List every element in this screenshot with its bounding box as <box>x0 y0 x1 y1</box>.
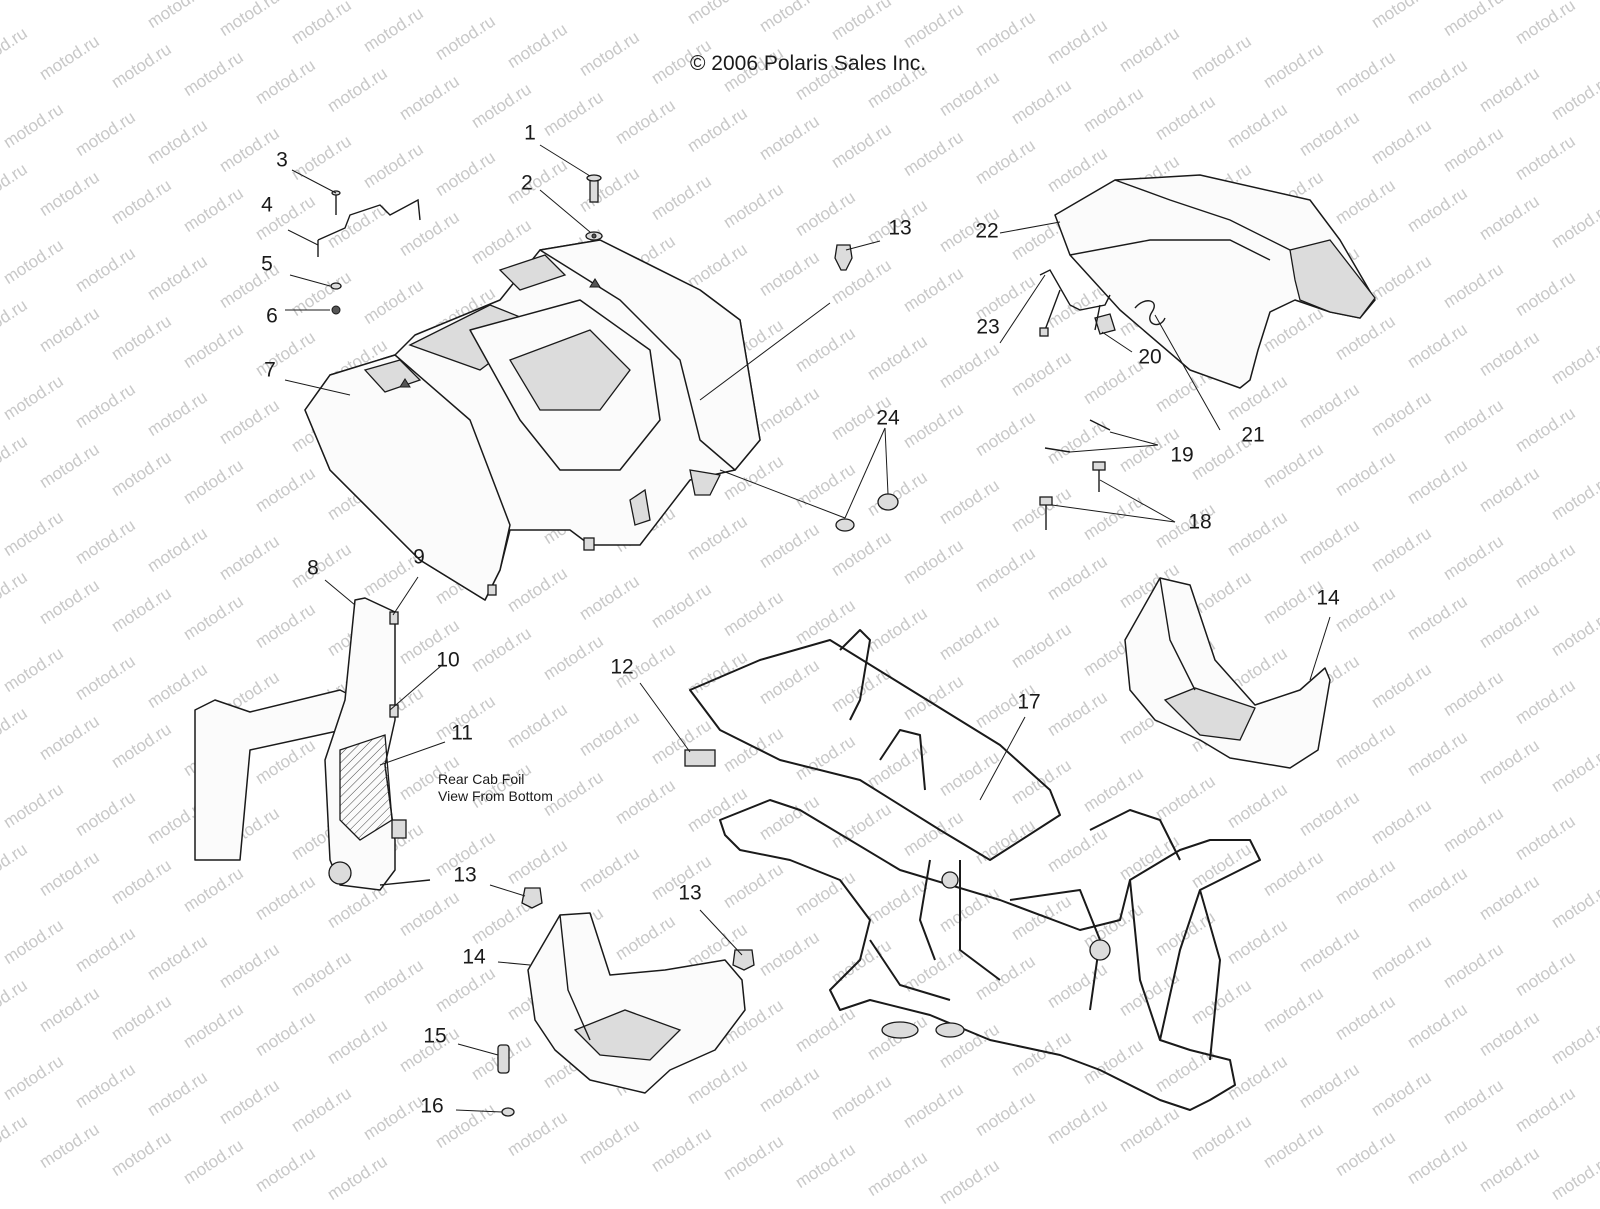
footwell-right-part <box>1124 577 1331 769</box>
copyright-text: © 2006 Polaris Sales Inc. <box>690 52 927 75</box>
callout-13-top: 13 <box>888 216 912 240</box>
callout-13-mid: 13 <box>678 881 702 905</box>
hardware-rear-group <box>317 174 603 315</box>
callout-23: 23 <box>976 315 1000 339</box>
callout-2: 2 <box>521 171 533 195</box>
callout-10: 10 <box>436 648 460 672</box>
frame-part <box>689 629 1261 1111</box>
cab-foil-note: Rear Cab Foil View From Bottom <box>438 771 553 805</box>
callout-21: 21 <box>1241 423 1265 447</box>
rear-cab-foil-part <box>194 597 431 891</box>
rear-cab-part <box>304 239 761 601</box>
callout-1: 1 <box>524 121 536 145</box>
seat-part <box>1054 174 1376 389</box>
callout-17: 17 <box>1017 690 1041 714</box>
leader-lines <box>284 144 1331 1113</box>
push-rivet-parts <box>521 244 853 971</box>
callout-19: 19 <box>1170 443 1194 467</box>
callout-7: 7 <box>264 358 276 382</box>
callout-14-left: 14 <box>462 945 486 969</box>
callout-15: 15 <box>423 1024 447 1048</box>
grommet-parts <box>835 493 899 532</box>
callout-16: 16 <box>420 1094 444 1118</box>
callout-18: 18 <box>1188 510 1212 534</box>
cab-foil-note-line2: View From Bottom <box>438 788 553 804</box>
callout-20: 20 <box>1138 345 1162 369</box>
callout-5: 5 <box>261 252 273 276</box>
callout-22: 22 <box>975 219 999 243</box>
cab-foil-note-line1: Rear Cab Foil <box>438 771 525 787</box>
seat-latch-parts <box>1039 269 1166 530</box>
callout-4: 4 <box>261 193 273 217</box>
callout-9: 9 <box>413 545 425 569</box>
callout-3: 3 <box>276 148 288 172</box>
callout-14-right: 14 <box>1316 586 1340 610</box>
callout-13-left: 13 <box>453 863 477 887</box>
callout-12: 12 <box>610 655 634 679</box>
decal-part <box>684 749 716 767</box>
pin-and-nut-parts <box>497 1044 515 1117</box>
footwell-left-part <box>527 912 746 1094</box>
callout-24: 24 <box>876 406 900 430</box>
callout-8: 8 <box>307 556 319 580</box>
callout-11: 11 <box>451 721 473 745</box>
callout-6: 6 <box>266 304 278 328</box>
